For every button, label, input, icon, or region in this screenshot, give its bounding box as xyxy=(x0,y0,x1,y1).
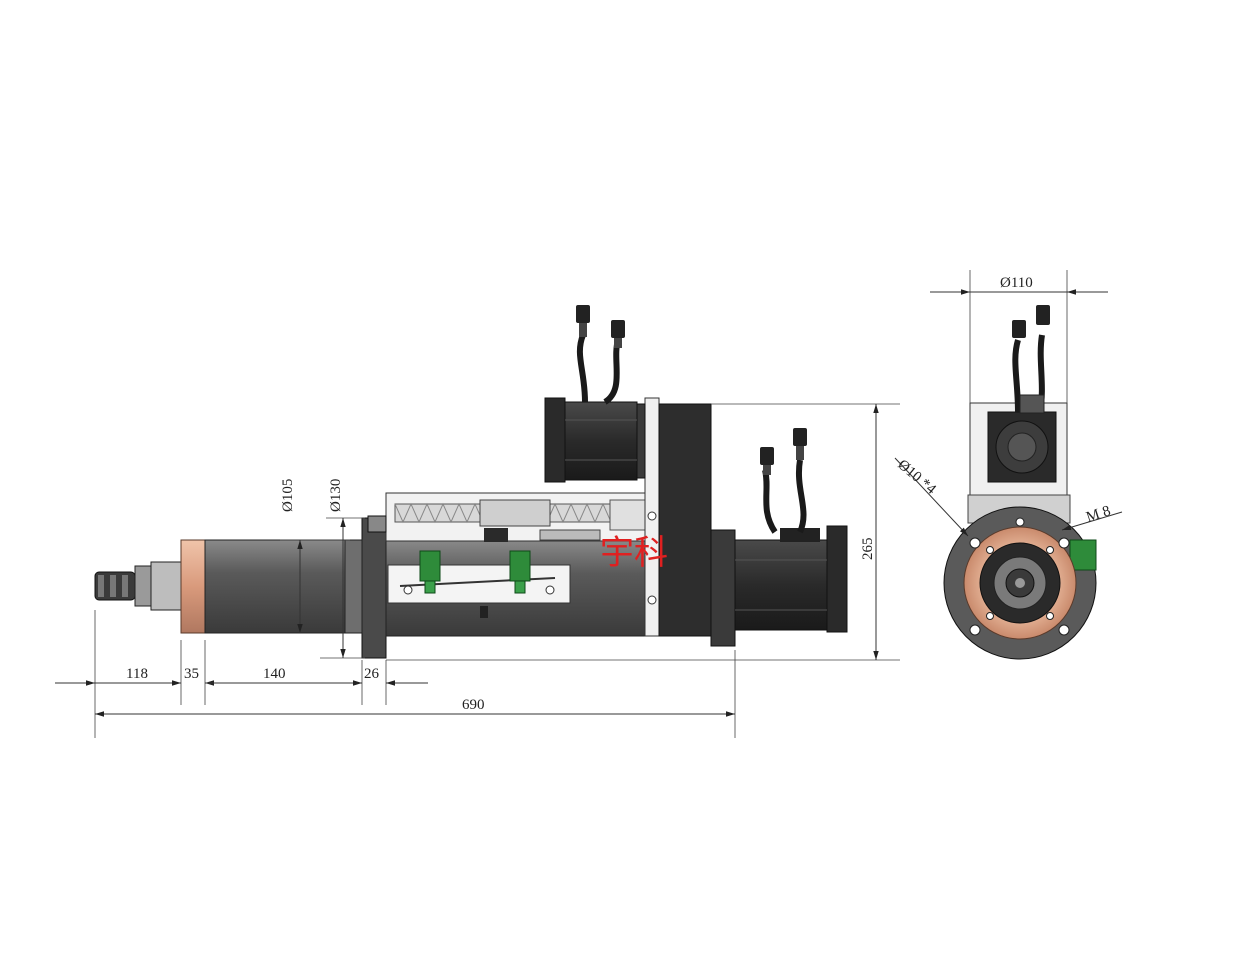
watermark-text: 宇科 xyxy=(600,533,668,573)
dim-dia-130: Ø130 xyxy=(328,479,344,512)
rear-flange xyxy=(710,529,736,647)
proximity-sensor-left xyxy=(419,550,441,582)
dim-26: 26 xyxy=(364,666,380,682)
side-view: 宇科 118 35 140 26 xyxy=(55,305,900,738)
mounting-flange xyxy=(361,517,387,659)
collet-nut xyxy=(94,561,182,611)
lower-servo-motor xyxy=(734,428,848,633)
sensor-plate xyxy=(387,550,571,604)
copper-ring xyxy=(180,539,206,634)
dim-thread-m8: M 8 xyxy=(1084,503,1112,526)
dim-118: 118 xyxy=(126,666,148,682)
dim-35: 35 xyxy=(184,666,199,682)
side-dimensions: 118 35 140 26 690 Ø105 Ø130 xyxy=(55,403,900,738)
dim-dia-105: Ø105 xyxy=(280,479,296,512)
linear-rail-frame xyxy=(367,492,649,542)
spindle-body xyxy=(204,539,346,634)
dim-265: 265 xyxy=(860,538,876,561)
upper-servo-motor xyxy=(544,305,646,483)
proximity-sensor-right xyxy=(509,550,531,582)
dim-holes-4x10: Ø10 *4 xyxy=(894,457,939,498)
dim-dia-110: Ø110 xyxy=(1000,275,1033,291)
dim-690: 690 xyxy=(462,697,485,713)
dim-140: 140 xyxy=(263,666,286,682)
gearbox-block xyxy=(658,403,712,637)
end-view: Ø110 Ø10 *4 M 8 xyxy=(894,270,1123,660)
